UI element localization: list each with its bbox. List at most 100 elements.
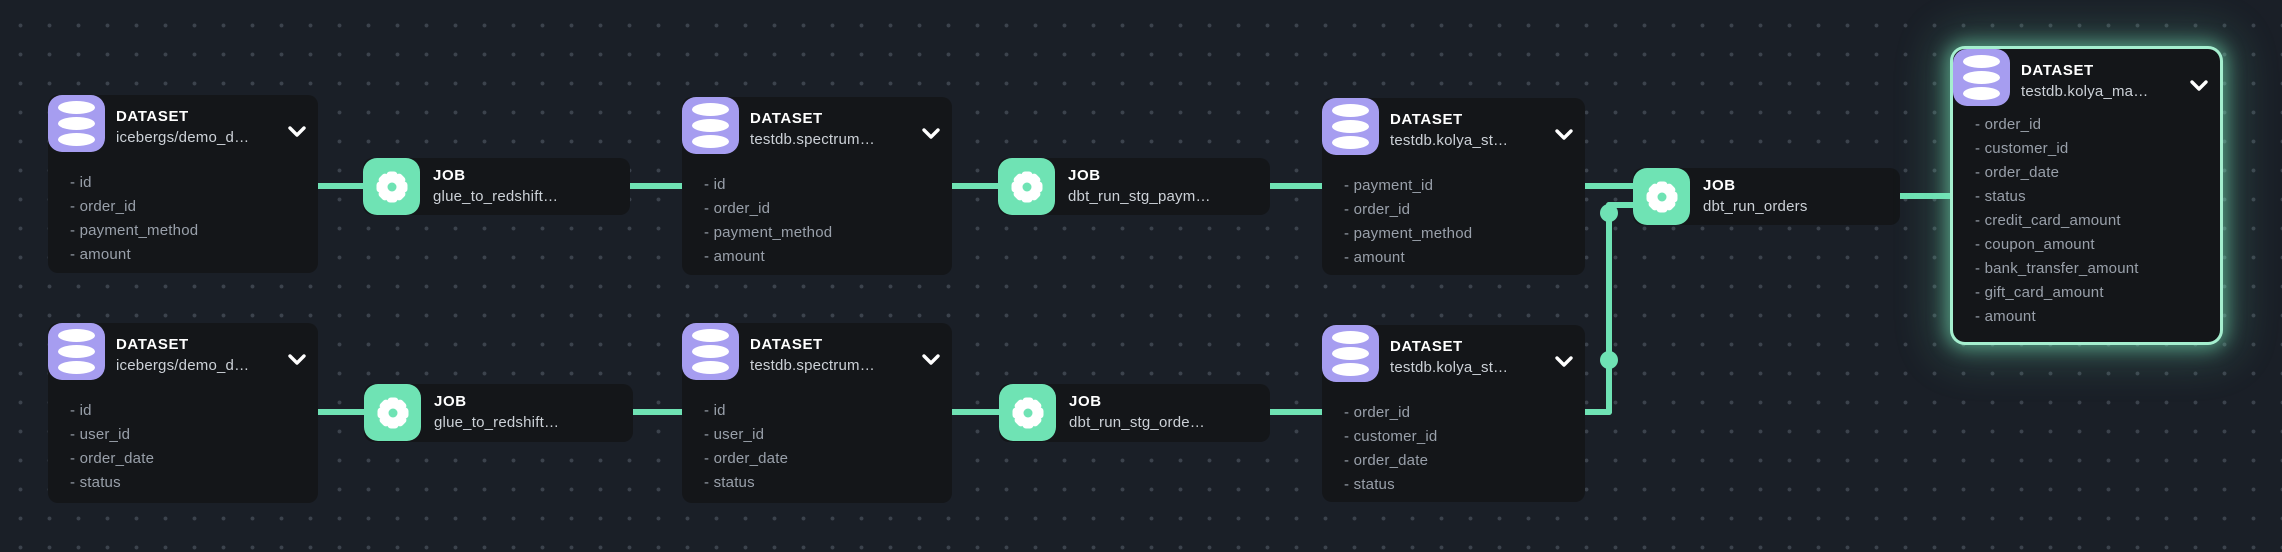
dataset-node[interactable]: DATASET testdb.spectrum… id user_id orde… (682, 323, 952, 503)
node-kind-label: DATASET (1390, 111, 1463, 128)
database-icon (1322, 98, 1379, 155)
edge (1894, 193, 1958, 199)
node-kind-label: DATASET (116, 108, 189, 125)
chevron-down-icon[interactable] (921, 353, 941, 367)
field-item: amount (704, 245, 832, 269)
field-item: order_date (1975, 161, 2139, 185)
field-item: coupon_amount (1975, 233, 2139, 257)
node-kind-label: DATASET (750, 110, 823, 127)
edge (627, 409, 686, 415)
node-name: dbt_run_orders (1703, 198, 1808, 215)
dataset-node[interactable]: DATASET icebergs/demo_d… id order_id pay… (48, 95, 318, 273)
node-name: testdb.kolya_st… (1390, 132, 1509, 149)
dataset-node[interactable]: DATASET icebergs/demo_d… id user_id orde… (48, 323, 318, 503)
field-item: amount (1344, 246, 1472, 270)
field-item: id (70, 399, 154, 423)
field-item: status (70, 471, 154, 495)
field-item: user_id (704, 423, 788, 447)
database-icon (48, 323, 105, 380)
field-list: id user_id order_date status (70, 399, 154, 495)
database-icon (682, 323, 739, 380)
edge (1579, 183, 1637, 189)
node-kind-label: JOB (1068, 167, 1101, 184)
field-list: id user_id order_date status (704, 399, 788, 495)
edge (1264, 183, 1326, 189)
field-item: order_id (1975, 113, 2139, 137)
node-kind-label: JOB (433, 167, 466, 184)
field-list: id order_id payment_method amount (704, 173, 833, 269)
field-item: status (704, 471, 788, 495)
field-item: payment_method (70, 219, 199, 243)
job-node[interactable]: JOB glue_to_redshift… (363, 158, 630, 215)
node-name: icebergs/demo_d… (116, 129, 250, 146)
field-item: order_date (704, 447, 788, 471)
chevron-down-icon[interactable] (287, 353, 307, 367)
node-name: testdb.kolya_ma… (2021, 83, 2149, 100)
edge-junction-dot (1600, 351, 1618, 369)
field-item: order_date (1344, 449, 1437, 473)
field-item: status (1344, 473, 1437, 497)
job-node[interactable]: JOB dbt_run_orders (1633, 168, 1900, 225)
database-icon (48, 95, 105, 152)
node-kind-label: JOB (434, 393, 467, 410)
edge (1606, 202, 1637, 208)
field-item: id (704, 399, 788, 423)
field-item: amount (70, 243, 198, 267)
edge (946, 409, 1003, 415)
node-name: glue_to_redshift… (434, 414, 560, 431)
edge (626, 183, 686, 189)
edge (312, 183, 368, 189)
job-node[interactable]: JOB dbt_run_stg_orde… (999, 384, 1270, 442)
gear-icon (1633, 168, 1690, 225)
node-kind-label: DATASET (2021, 62, 2094, 79)
node-kind-label: DATASET (750, 336, 823, 353)
field-list: payment_id order_id payment_method amoun… (1344, 174, 1473, 270)
field-item: order_id (1344, 198, 1472, 222)
field-item: order_id (704, 197, 832, 221)
edge (1264, 409, 1326, 415)
field-item: payment_id (1344, 174, 1472, 198)
database-icon (682, 97, 739, 154)
node-kind-label: JOB (1703, 177, 1736, 194)
dataset-node[interactable]: DATASET testdb.kolya_st… payment_id orde… (1322, 98, 1585, 275)
chevron-down-icon[interactable] (1554, 355, 1574, 369)
job-node[interactable]: JOB glue_to_redshift… (364, 384, 633, 442)
chevron-down-icon[interactable] (1554, 128, 1574, 142)
field-item: bank_transfer_amount (1975, 257, 2139, 281)
node-name: testdb.kolya_st… (1390, 359, 1509, 376)
field-list: id order_id payment_method amount (70, 171, 199, 267)
edge (1606, 202, 1612, 415)
edge-junction-dot (1600, 204, 1618, 222)
chevron-down-icon[interactable] (2189, 79, 2209, 93)
node-name: dbt_run_stg_paym… (1068, 188, 1211, 205)
database-icon (1953, 49, 2010, 106)
node-kind-label: DATASET (116, 336, 189, 353)
edge (946, 183, 1002, 189)
dataset-node[interactable]: DATASET testdb.kolya_st… order_id custom… (1322, 325, 1585, 502)
edge (1579, 409, 1612, 415)
node-name: glue_to_redshift… (433, 188, 559, 205)
node-kind-label: DATASET (1390, 338, 1463, 355)
node-name: testdb.spectrum… (750, 131, 875, 148)
field-item: user_id (70, 423, 154, 447)
job-node[interactable]: JOB dbt_run_stg_paym… (998, 158, 1270, 215)
field-item: order_id (70, 195, 198, 219)
node-kind-label: JOB (1069, 393, 1102, 410)
gear-icon (998, 158, 1055, 215)
field-item: payment_method (1344, 222, 1473, 246)
field-item: status (1975, 185, 2139, 209)
field-item: amount (1975, 305, 2139, 329)
chevron-down-icon[interactable] (921, 127, 941, 141)
database-icon (1322, 325, 1379, 382)
dataset-node-selected[interactable]: DATASET testdb.kolya_ma… order_id custom… (1953, 49, 2220, 342)
gear-icon (363, 158, 420, 215)
node-name: icebergs/demo_d… (116, 357, 250, 374)
gear-icon (364, 384, 421, 441)
chevron-down-icon[interactable] (287, 125, 307, 139)
field-list: order_id customer_id order_date status (1344, 401, 1438, 497)
gear-icon (999, 384, 1056, 441)
dataset-node[interactable]: DATASET testdb.spectrum… id order_id pay… (682, 97, 952, 275)
field-item: id (704, 173, 832, 197)
field-item: customer_id (1975, 137, 2139, 161)
